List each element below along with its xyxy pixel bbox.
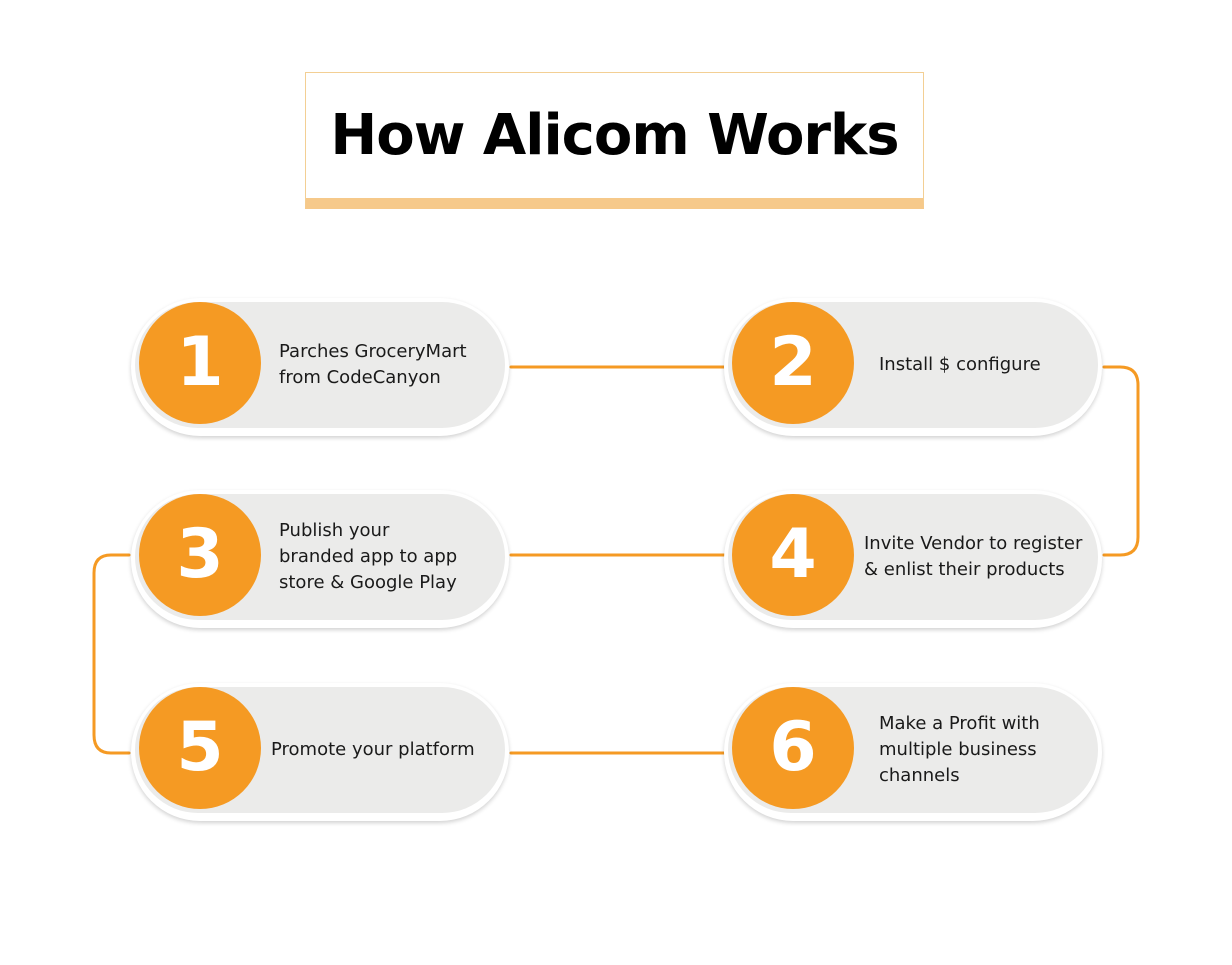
step-number: 6: [769, 708, 817, 787]
step-label: Publish your branded app to app store & …: [279, 520, 458, 593]
title-banner: How Alicom Works: [305, 72, 924, 209]
step-number: 3: [176, 515, 224, 594]
step-number-badge: 5: [139, 687, 261, 809]
step-number-badge: 2: [732, 302, 854, 424]
step-label: Promote your platform: [271, 739, 475, 760]
step-number: 5: [176, 708, 224, 787]
step-number: 4: [769, 515, 817, 594]
step-label: Parches GroceryMart from CodeCanyon: [279, 341, 467, 388]
step-2: 2 Install $ configure: [724, 298, 1102, 436]
step-number-badge: 6: [732, 687, 854, 809]
step-label: Make a Profit with multiple business cha…: [879, 713, 1040, 786]
connector-3-5: [92, 553, 131, 755]
step-4: 4 Invite Vendor to register & enlist the…: [724, 490, 1102, 628]
step-5: 5 Promote your platform: [131, 683, 509, 821]
step-number-badge: 1: [139, 302, 261, 424]
step-label: Install $ configure: [879, 354, 1041, 375]
step-3: 3 Publish your branded app to app store …: [131, 490, 509, 628]
step-label: Invite Vendor to register & enlist their…: [864, 533, 1083, 580]
page-title: How Alicom Works: [330, 103, 899, 168]
step-number: 1: [176, 323, 224, 402]
step-number: 2: [769, 323, 817, 402]
connector-2-4: [1102, 365, 1140, 557]
step-number-badge: 4: [732, 494, 854, 616]
step-number-badge: 3: [139, 494, 261, 616]
step-6: 6 Make a Profit with multiple business c…: [724, 683, 1102, 821]
step-1: 1 Parches GroceryMart from CodeCanyon: [131, 298, 509, 436]
